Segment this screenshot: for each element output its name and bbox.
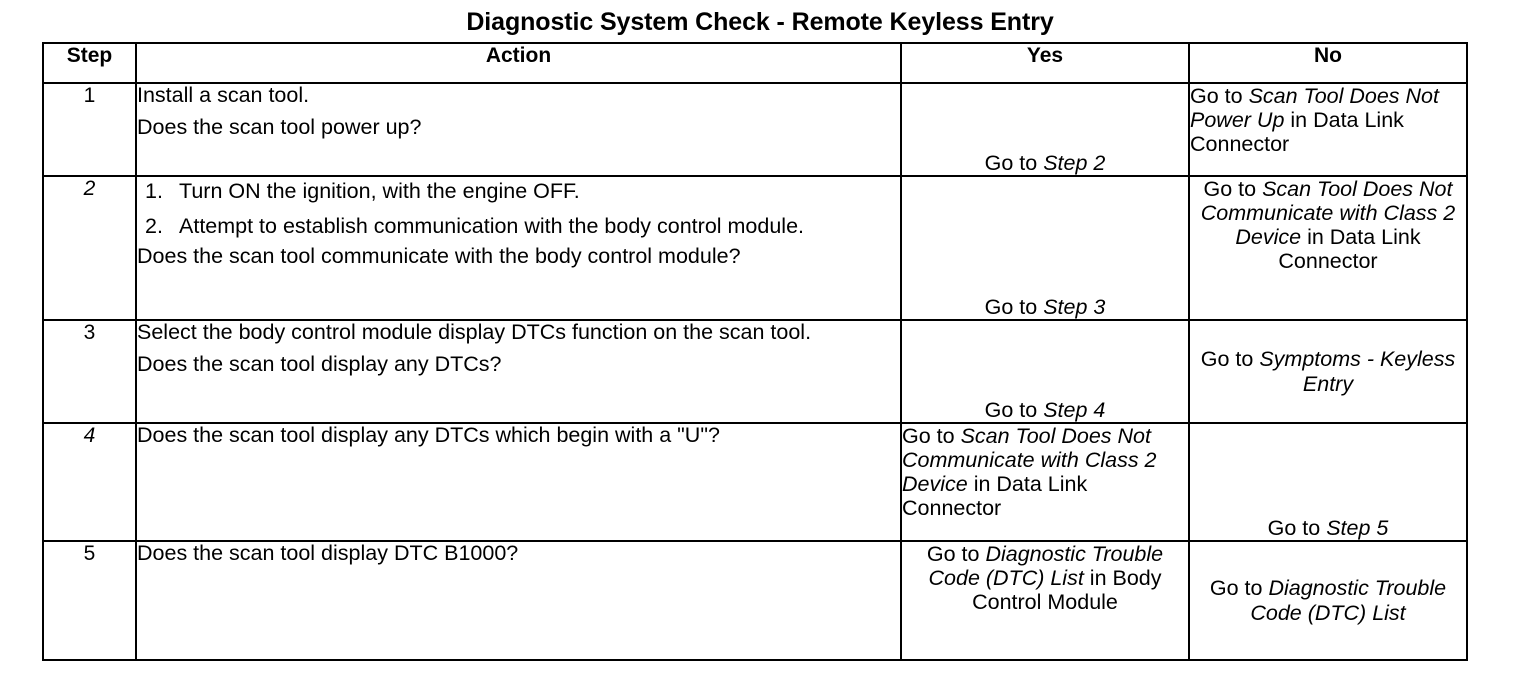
action-cell: Select the body control module display D…: [135, 319, 902, 424]
table-row: 3 Select the body control module display…: [42, 319, 1468, 424]
yes-text-suffix: in Data Link Connector: [902, 472, 1088, 521]
list-item: 1. Turn ON the ignition, with the engine…: [137, 179, 900, 204]
action-line: Does the scan tool display any DTCs whic…: [137, 423, 720, 447]
yes-reference-link[interactable]: Step 3: [1043, 294, 1106, 319]
yes-text-prefix: Go to: [902, 424, 961, 448]
table-row: 5 Does the scan tool display DTC B1000? …: [42, 540, 1468, 661]
header-row: Step Action Yes No: [42, 42, 1468, 84]
no-answer-cell: Go to Scan Tool Does Not Power Up in Dat…: [1188, 82, 1468, 177]
no-reference-link[interactable]: Step 5: [1326, 515, 1389, 540]
no-text-suffix: in Data Link Connector: [1278, 225, 1421, 274]
step-number: 2: [42, 175, 137, 321]
action-cell: Does the scan tool display any DTCs whic…: [135, 422, 902, 542]
no-text-prefix: Go to: [1190, 84, 1249, 108]
action-cell: Install a scan tool. Does the scan tool …: [135, 82, 902, 177]
list-item-text: Turn ON the ignition, with the engine OF…: [179, 179, 580, 203]
yes-reference-link[interactable]: Scan Tool Does Not Communicate with Clas…: [902, 424, 1157, 497]
yes-text-prefix: Go to: [984, 150, 1044, 175]
yes-reference-link[interactable]: Step 2: [1043, 150, 1106, 175]
no-reference-link[interactable]: Diagnostic Trouble Code (DTC) List: [1250, 576, 1447, 625]
no-text-prefix: Go to: [1209, 576, 1269, 601]
action-line: Does the scan tool power up?: [137, 115, 422, 140]
no-text-prefix: Go to: [1200, 347, 1260, 372]
column-header-yes: Yes: [900, 42, 1190, 84]
no-text-prefix: Go to: [1203, 177, 1263, 201]
table-body: 1 Install a scan tool. Does the scan too…: [42, 82, 1468, 661]
table-row: 2 1. Turn ON the ignition, with the engi…: [42, 175, 1468, 321]
action-cell: Does the scan tool display DTC B1000?: [135, 540, 902, 661]
action-line: Does the scan tool display DTC B1000?: [137, 541, 519, 565]
yes-text-suffix: in Body Control Module: [972, 566, 1162, 615]
yes-text-prefix: Go to: [984, 397, 1044, 422]
list-item: 2. Attempt to establish communication wi…: [137, 214, 900, 239]
column-header-action: Action: [135, 42, 902, 84]
yes-answer-cell: Go to Diagnostic Trouble Code (DTC) List…: [900, 540, 1190, 661]
list-item-number: 2.: [145, 213, 163, 238]
column-header-no: No: [1188, 42, 1468, 84]
no-reference-link[interactable]: Scan Tool Does Not Communicate with Clas…: [1200, 177, 1456, 250]
no-reference-link[interactable]: Symptoms - Keyless Entry: [1259, 347, 1456, 396]
action-cell: 1. Turn ON the ignition, with the engine…: [135, 175, 902, 321]
action-line: Install a scan tool.: [137, 83, 310, 107]
action-numbered-list: 1. Turn ON the ignition, with the engine…: [137, 179, 900, 238]
step-number: 3: [42, 319, 137, 424]
list-item-number: 1.: [145, 179, 163, 203]
yes-answer-cell: Go to Scan Tool Does Not Communicate wit…: [900, 422, 1190, 542]
yes-answer-cell: Go to Step 4: [900, 319, 1190, 424]
diagnostic-table-container: Step Action Yes No 1 Install a scan tool…: [42, 42, 1468, 661]
no-answer-cell: Go to Step 5: [1188, 422, 1468, 542]
action-line: Does the scan tool display any DTCs?: [137, 352, 502, 377]
yes-text-prefix: Go to: [926, 542, 986, 566]
action-line: Select the body control module display D…: [137, 320, 812, 344]
step-number: 4: [42, 422, 137, 542]
table-header: Step Action Yes No: [42, 42, 1468, 84]
table-row: 1 Install a scan tool. Does the scan too…: [42, 82, 1468, 177]
page-title: Diagnostic System Check - Remote Keyless…: [466, 8, 1054, 36]
no-answer-cell: Go to Symptoms - Keyless Entry: [1188, 319, 1468, 424]
table-row: 4 Does the scan tool display any DTCs wh…: [42, 422, 1468, 542]
action-line: Does the scan tool communicate with the …: [137, 244, 741, 269]
step-number: 1: [42, 82, 137, 177]
yes-text-prefix: Go to: [984, 294, 1044, 319]
no-answer-cell: Go to Diagnostic Trouble Code (DTC) List: [1188, 540, 1468, 661]
step-number: 5: [42, 540, 137, 661]
no-answer-cell: Go to Scan Tool Does Not Communicate wit…: [1188, 175, 1468, 321]
yes-reference-link[interactable]: Step 4: [1043, 397, 1106, 422]
yes-answer-cell: Go to Step 3: [900, 175, 1190, 321]
list-item-text: Attempt to establish communication with …: [179, 213, 805, 238]
yes-reference-link[interactable]: Diagnostic Trouble Code (DTC) List: [928, 542, 1164, 591]
no-text-prefix: Go to: [1267, 515, 1327, 540]
no-text-suffix: in Data Link Connector: [1190, 108, 1404, 157]
column-header-step: Step: [42, 42, 137, 84]
diagnostic-system-check-table: Step Action Yes No 1 Install a scan tool…: [42, 42, 1468, 661]
no-reference-link[interactable]: Scan Tool Does Not Power Up: [1190, 84, 1439, 133]
yes-answer-cell: Go to Step 2: [900, 82, 1190, 177]
